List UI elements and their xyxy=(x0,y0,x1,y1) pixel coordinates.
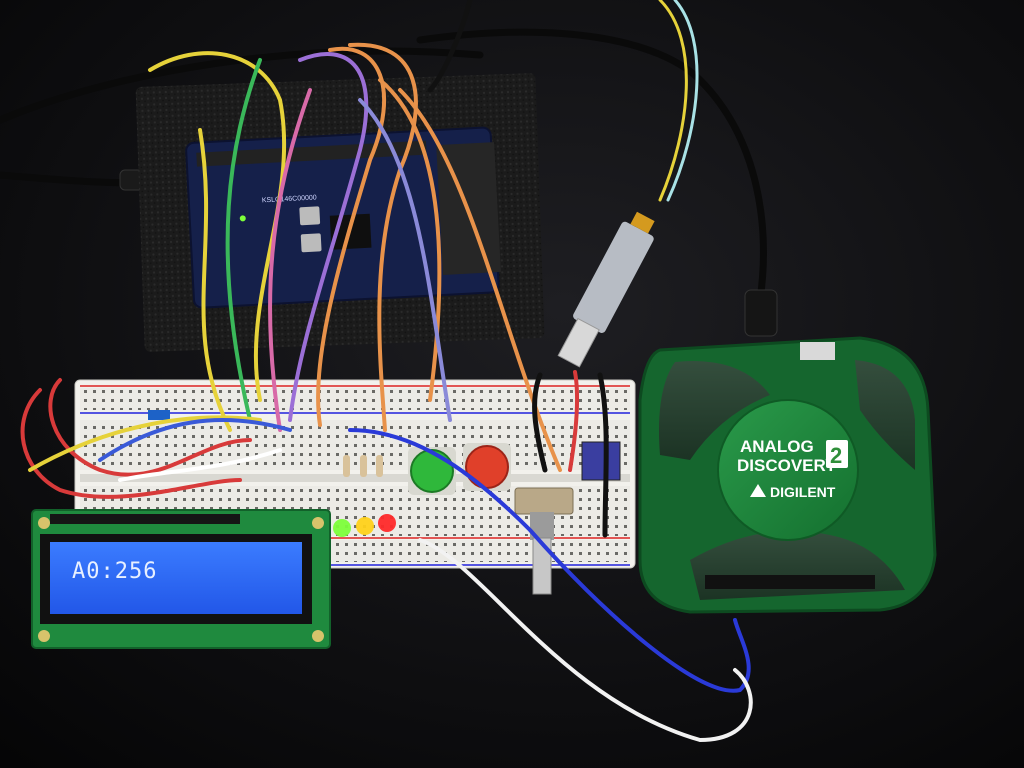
status-leds xyxy=(333,514,396,537)
usb-plug-right xyxy=(744,289,778,337)
led-yellow xyxy=(356,517,374,535)
resistors xyxy=(148,410,383,477)
ad-title-line2: DISCOVERY xyxy=(737,456,837,475)
analog-discovery-2-device: ANALOG DISCOVERY 2 DIGILENT xyxy=(638,336,937,614)
digilent-logo-icon xyxy=(750,484,766,497)
svg-text:KSLG146C00000: KSLG146C00000 xyxy=(262,194,317,204)
red-push-button xyxy=(465,445,509,489)
ad-model-badge xyxy=(826,440,848,468)
logic-ic-module xyxy=(581,441,621,481)
ad-title-line1: ANALOG xyxy=(740,437,814,456)
analog-discovery-center-disc xyxy=(717,399,859,541)
potentiometer xyxy=(514,487,574,595)
led-red xyxy=(378,514,396,532)
ad-model-number: 2 xyxy=(830,443,842,468)
green-push-button xyxy=(410,449,454,493)
lcd-module: A0:256 xyxy=(31,509,331,649)
jumper-wires xyxy=(20,0,753,743)
usb-serial-adapter xyxy=(557,211,655,368)
lcd-screen xyxy=(50,542,302,614)
ad-brand: DIGILENT xyxy=(770,484,836,500)
lcd-text: A0:256 xyxy=(72,559,157,584)
led-green xyxy=(333,519,351,537)
